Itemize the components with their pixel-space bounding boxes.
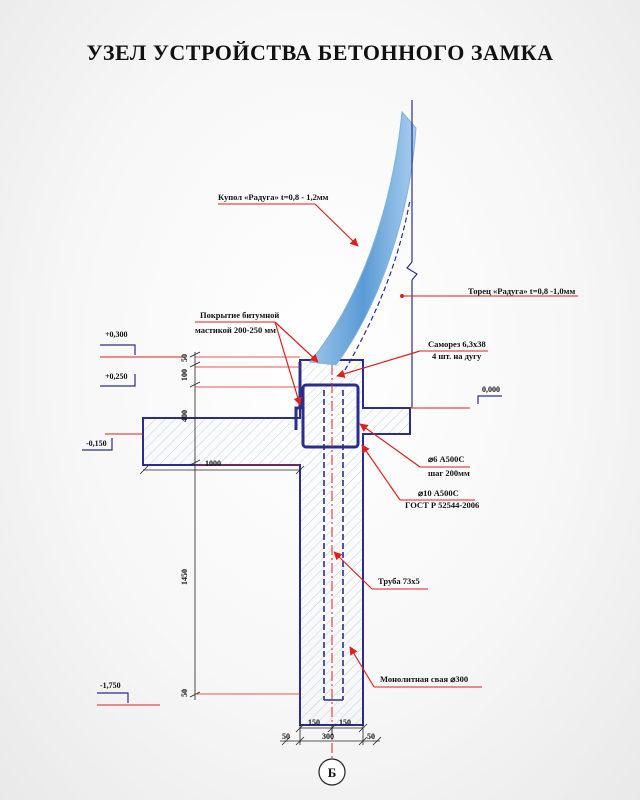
axis-marker: Б (318, 758, 346, 786)
dim-50-bottom: 50 (180, 689, 189, 697)
callout-torec: Торец «Радуга» t=0,8 -1,0мм (400, 286, 578, 298)
svg-text:+0,250: +0,250 (105, 372, 128, 381)
page-title: УЗЕЛ УСТРОЙСТВА БЕТОННОГО ЗАМКА (86, 40, 554, 65)
dome-shell (309, 110, 417, 366)
svg-text:ГОСТ Р 52544-2006: ГОСТ Р 52544-2006 (405, 500, 479, 510)
end-face-line (406, 100, 418, 408)
level-marker-p250: +0,250 (100, 372, 136, 387)
dim-150-right: 150 (339, 718, 351, 727)
bitumen-coating (294, 362, 302, 430)
svg-text:Монолитная свая ⌀300: Монолитная свая ⌀300 (380, 674, 468, 684)
svg-text:⌀10 А500С: ⌀10 А500С (418, 488, 459, 498)
dim-50-right: 50 (367, 732, 375, 741)
svg-text:Саморез 6,3х38: Саморез 6,3х38 (428, 339, 486, 349)
svg-text:Труба 73х5: Труба 73х5 (378, 576, 420, 586)
svg-text:⌀6 А500С: ⌀6 А500С (428, 454, 465, 464)
svg-text:-0,150: -0,150 (86, 439, 107, 448)
callout-samorez: Саморез 6,3х38 4 шт. на дугу (336, 339, 488, 378)
dim-400: 400 (180, 410, 189, 422)
dim-1000: 1000 (205, 459, 221, 468)
vertical-dimensions (189, 351, 300, 700)
rebar-cage (301, 383, 360, 449)
dim-300: 300 (322, 732, 334, 741)
level-marker-000: 0,000 (477, 385, 502, 404)
level-marker-m150: -0,150 (82, 438, 113, 451)
callout-rebar10: ⌀10 А500С ГОСТ Р 52544-2006 (361, 444, 479, 510)
callout-kupol: Купол «Радуга» t=0,8 - 1,2мм (218, 192, 359, 247)
svg-text:шаг 200мм: шаг 200мм (428, 468, 470, 478)
dim-50-top: 50 (180, 354, 189, 362)
callout-rebar6: ⌀6 А500С шаг 200мм (359, 423, 470, 478)
svg-text:Торец «Радуга» t=0,8 -1,0мм: Торец «Радуга» t=0,8 -1,0мм (468, 286, 575, 296)
dim-50-left: 50 (282, 732, 290, 741)
svg-text:Б: Б (328, 765, 337, 780)
callout-svaya: Монолитная свая ⌀300 (349, 646, 482, 688)
svg-text:Купол «Радуга» t=0,8 - 1,2мм: Купол «Радуга» t=0,8 - 1,2мм (218, 192, 329, 202)
level-marker-p300: +0,300 (100, 330, 185, 358)
svg-text:мастикой 200-250 мм: мастикой 200-250 мм (195, 325, 276, 335)
dim-150-left: 150 (308, 718, 320, 727)
svg-text:Покрытие битумной: Покрытие битумной (200, 310, 279, 320)
level-marker-m1750: -1,750 (97, 681, 160, 706)
bottom-dimensions (280, 723, 382, 746)
callout-pokrytie: Покрытие битумной мастикой 200-250 мм (195, 310, 319, 406)
svg-text:+0,300: +0,300 (105, 330, 128, 339)
svg-text:0,000: 0,000 (482, 385, 500, 394)
dim-1450: 1450 (180, 569, 189, 585)
dim-100: 100 (180, 369, 189, 381)
dome-inner-dashed (344, 199, 411, 371)
svg-text:-1,750: -1,750 (100, 681, 121, 690)
callout-truba: Труба 73х5 (333, 551, 428, 590)
dim-1000-line (139, 465, 305, 475)
svg-text:4 шт. на дугу: 4 шт. на дугу (432, 351, 482, 361)
